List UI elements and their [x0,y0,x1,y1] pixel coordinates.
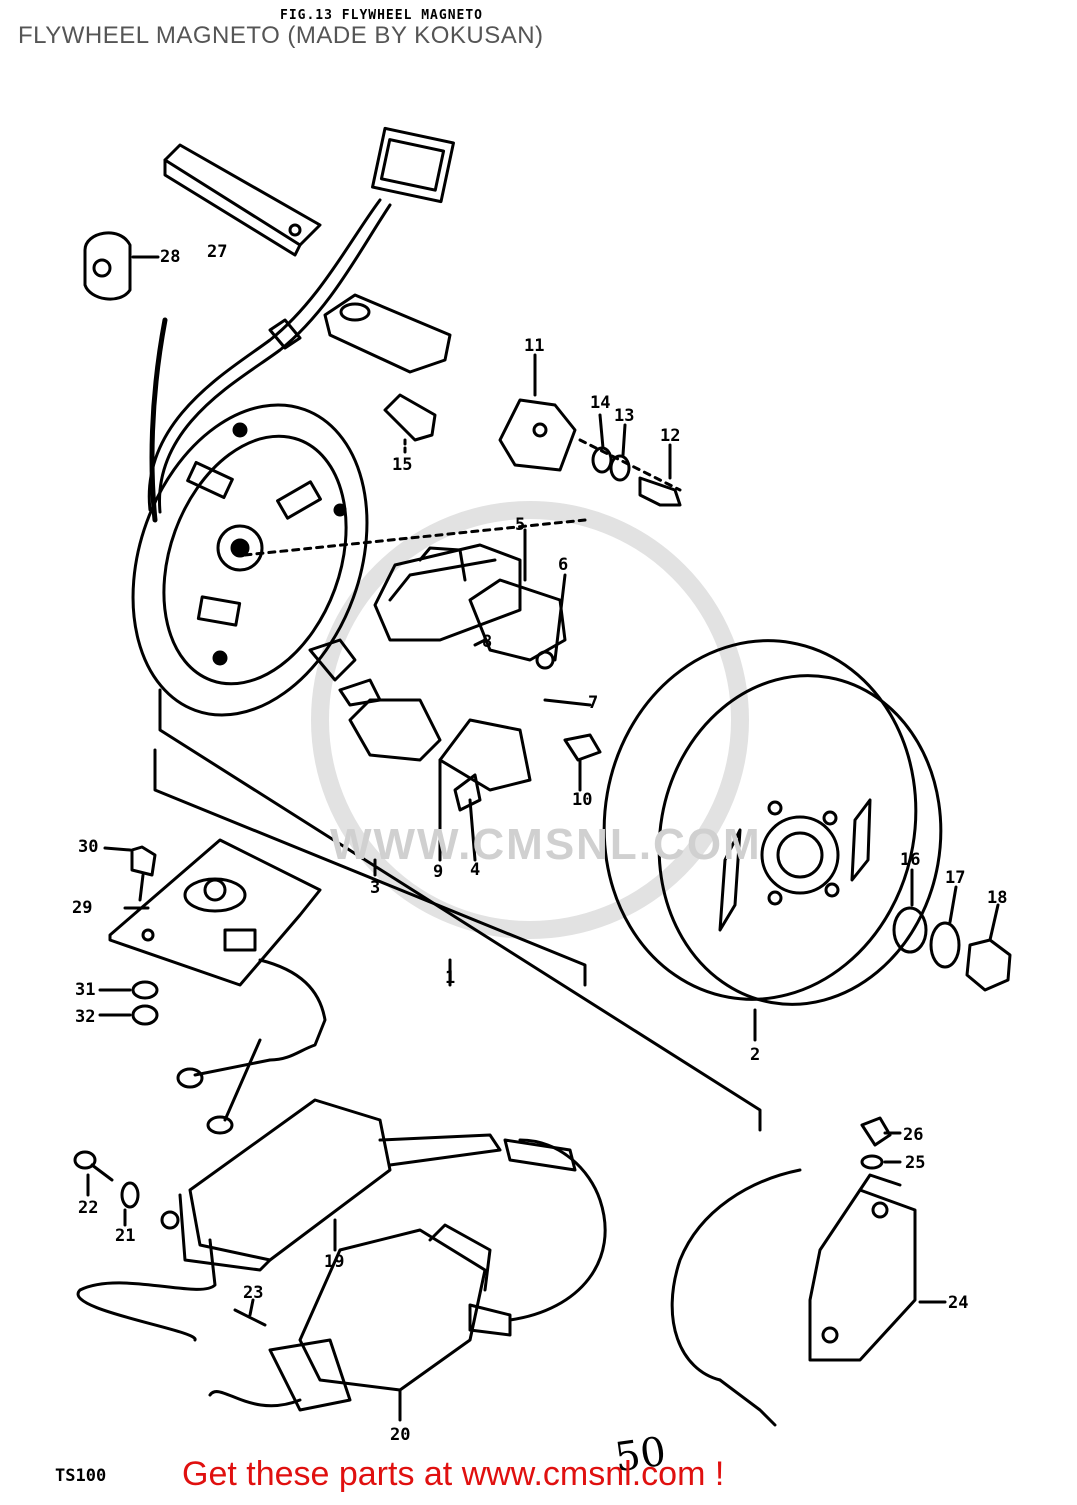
part-label-25: 25 [905,1153,926,1173]
part-label-29: 29 [72,898,93,918]
clamp-plate-27 [163,143,322,257]
part-label-23: 23 [243,1283,264,1303]
part-label-18: 18 [987,888,1008,908]
figure-title: FIG.13 FLYWHEEL MAGNETO [280,8,484,23]
part-label-30: 30 [78,837,99,857]
part-label-3: 3 [370,878,381,898]
part-label-17: 17 [945,868,966,888]
model-label: TS100 [55,1466,107,1486]
part-label-10: 10 [572,790,593,810]
watermark-logo [311,501,749,939]
ignition-coil-20 [208,1138,607,1422]
part-label-22: 22 [78,1198,99,1218]
part-label-13: 13 [614,406,635,426]
part-label-14: 14 [590,393,611,413]
flywheel-rotor-2 [602,639,943,1042]
cdi-screw-and-nuts [98,845,159,1026]
part-label-1: 1 [445,968,456,988]
cdi-bracket-29 [108,838,327,1135]
coil-screw-washer [73,1150,140,1227]
stator-base-plate [131,403,369,717]
part-label-15: 15 [392,455,413,475]
part-label-9: 9 [433,862,444,882]
part-label-31: 31 [75,980,96,1000]
part-label-19: 19 [324,1252,345,1272]
part-label-20: 20 [390,1425,411,1445]
part-label-12: 12 [660,426,681,446]
watermark-text: WWW.CMSNL.COM [330,820,762,869]
part-label-21: 21 [115,1226,136,1246]
part-label-4: 4 [470,860,481,880]
grommet-28 [83,231,160,301]
rubber-grommet [323,293,452,374]
part-label-27: 27 [207,242,228,262]
assembly-brackets [153,688,762,1132]
part-label-28: 28 [160,247,181,267]
wire-harness [147,126,455,523]
ignition-coil-19 [76,1098,577,1342]
part-label-32: 32 [75,1007,96,1027]
part-label-11: 11 [524,336,545,356]
part-label-6: 6 [558,555,569,575]
part-label-7: 7 [588,693,599,713]
regulator-screw-washer [860,1116,902,1170]
flywheel-nut-washers [892,868,1012,992]
washers-and-screw [591,413,682,507]
part-label-5: 5 [515,515,526,535]
voltage-regulator-24 [670,1168,947,1427]
page-title: FLYWHEEL MAGNETO (MADE BY KOKUSAN) [18,22,544,49]
part-label-16: 16 [900,850,921,870]
footer-link-text[interactable]: Get these parts at www.cmsnl.com ! [182,1455,725,1493]
part-label-8: 8 [482,632,493,652]
part-label-24: 24 [948,1293,969,1313]
part-label-2: 2 [750,1045,761,1065]
pulser-coil-11 [498,353,682,492]
part-label-26: 26 [903,1125,924,1145]
stator-coil-assembly [243,518,602,862]
screw-15 [383,393,437,457]
